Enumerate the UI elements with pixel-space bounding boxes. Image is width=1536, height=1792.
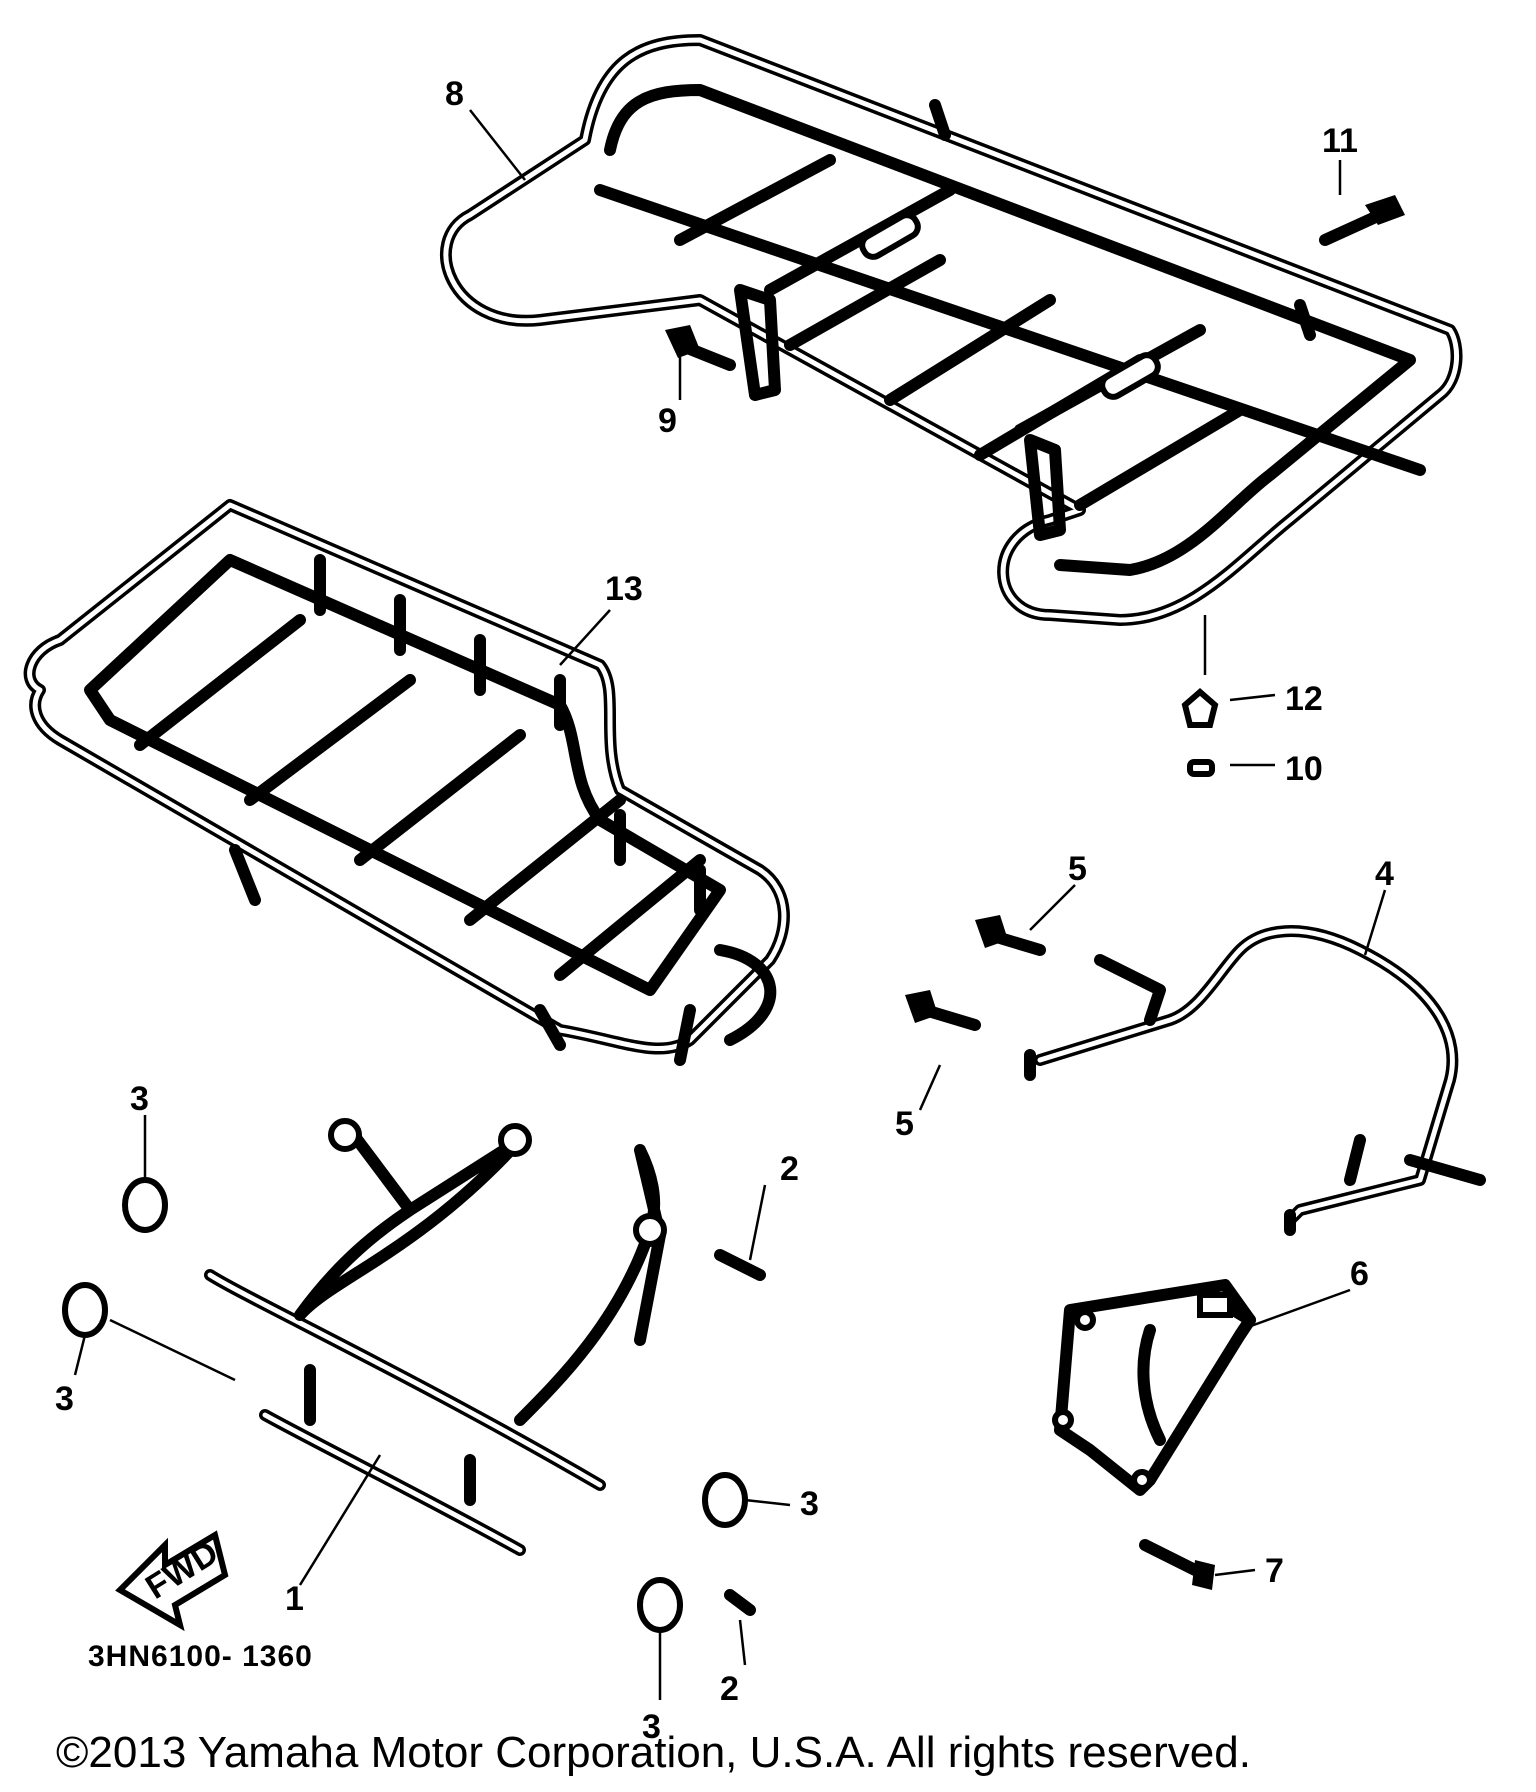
callout-7: 7	[1265, 1552, 1284, 1590]
callout-4: 4	[1375, 855, 1394, 893]
callout-10: 10	[1285, 750, 1323, 788]
callout-5-lower: 5	[895, 1105, 914, 1143]
callout-9: 9	[658, 402, 677, 440]
front-carrier-part-13	[23, 499, 790, 1066]
front-guard-part-1	[204, 1118, 667, 1556]
rear-guard-part-4	[1024, 925, 1486, 1236]
callout-1: 1	[285, 1580, 304, 1618]
callouts: 8 11 9 13 12 10 5 4 5 3 2 6 3 3 1 7 2 3	[55, 75, 1394, 1746]
callout-11: 11	[1322, 122, 1358, 160]
callout-13: 13	[605, 570, 643, 608]
bracket-part-6	[1052, 1279, 1256, 1496]
callout-6: 6	[1350, 1255, 1369, 1293]
callout-2-lower: 2	[720, 1670, 739, 1708]
leader-lines	[73, 109, 1387, 1700]
callout-12: 12	[1285, 680, 1323, 718]
diagram-code: 3HN6100- 1360	[88, 1640, 313, 1673]
callout-5-upper: 5	[1068, 850, 1087, 888]
copyright-notice: ©2013 Yamaha Motor Corporation, U.S.A. A…	[56, 1728, 1251, 1777]
callout-3-d: 3	[642, 1708, 661, 1746]
callout-3-c: 3	[800, 1485, 819, 1523]
rear-carrier-part-8	[439, 34, 1463, 626]
callout-8: 8	[445, 75, 464, 113]
callout-2-upper: 2	[780, 1150, 799, 1188]
callout-3-b: 3	[55, 1380, 74, 1418]
fasteners: FWD	[62, 195, 1405, 1633]
callout-3-a: 3	[130, 1080, 149, 1118]
